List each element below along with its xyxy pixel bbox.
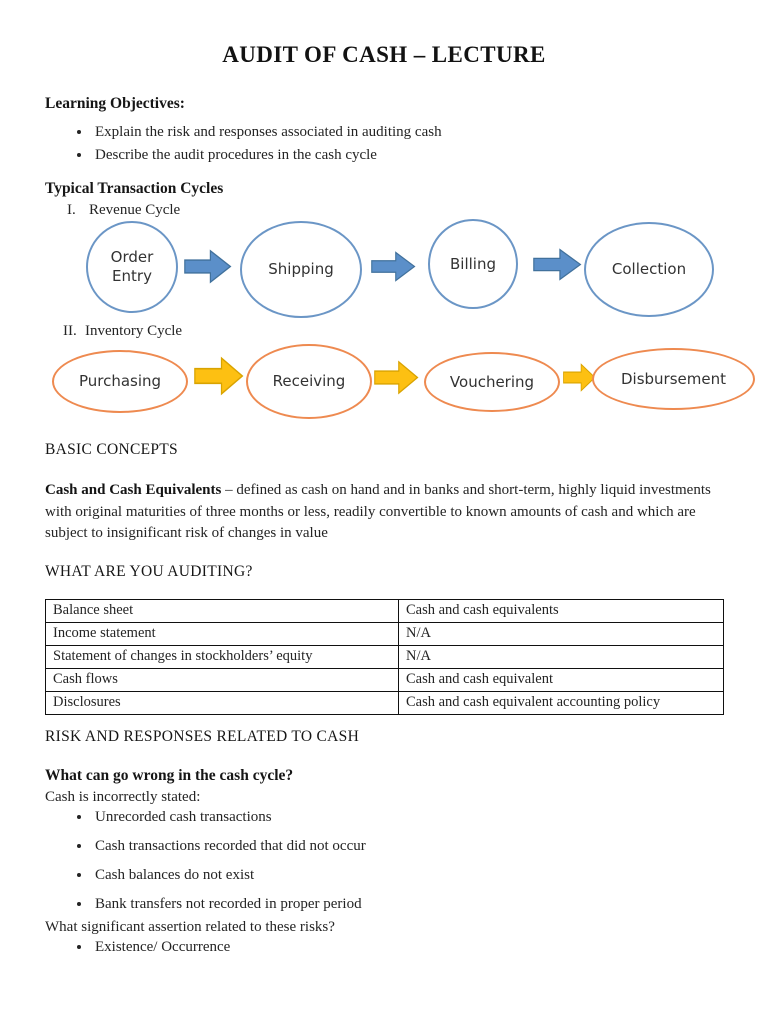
inventory-cycle-roman: II. (63, 323, 77, 339)
assertion-item: Existence/ Occurrence (92, 936, 742, 959)
risk-item: Bank transfers not recorded in proper pe… (92, 893, 742, 916)
table-cell-statement: Balance sheet (45, 599, 399, 623)
risk-item: Cash balances do not exist (92, 864, 742, 887)
cash-incorrectly-stated-text: Cash is incorrectly stated: (45, 789, 201, 805)
table-cell-statement: Income statement (45, 622, 399, 646)
revenue-cycle-roman: I. (67, 202, 76, 218)
revenue-cycle-label: I. Revenue Cycle (67, 202, 180, 219)
table-row: Cash flows Cash and cash equivalent (45, 668, 724, 692)
flow-arrow-icon (563, 363, 596, 392)
cycle-node-order-entry: Order Entry (86, 221, 178, 313)
learning-objectives-list: Explain the risk and responses associate… (45, 121, 725, 166)
cycle-node-purchasing: Purchasing (52, 350, 188, 413)
table-row: Statement of changes in stockholders’ eq… (45, 645, 724, 669)
audit-scope-table: Balance sheet Cash and cash equivalents … (45, 599, 724, 715)
table-row: Disclosures Cash and cash equivalent acc… (45, 691, 724, 715)
basic-concepts-heading: BASIC CONCEPTS (45, 441, 178, 458)
revenue-cycle-name: Revenue Cycle (89, 202, 181, 218)
risk-heading: RISK AND RESPONSES RELATED TO CASH (45, 728, 360, 745)
assertion-bullet-list: Existence/ Occurrence (45, 936, 742, 959)
table-cell-item: Cash and cash equivalent (398, 668, 724, 692)
flow-arrow-icon (371, 251, 416, 282)
cycle-node-billing: Billing (428, 219, 518, 309)
cycle-node-vouchering: Vouchering (424, 352, 560, 412)
flow-arrow-icon (194, 356, 244, 396)
table-cell-item: N/A (398, 645, 724, 669)
table-cell-statement: Cash flows (45, 668, 399, 692)
question-significant-assertion: What significant assertion related to th… (45, 919, 335, 935)
page-title: AUDIT OF CASH – LECTURE (222, 42, 546, 67)
table-cell-item: Cash and cash equivalents (398, 599, 724, 623)
objective-item: Explain the risk and responses associate… (92, 121, 725, 144)
question-what-can-go-wrong: What can go wrong in the cash cycle? (45, 767, 294, 784)
cycle-node-disbursement: Disbursement (592, 348, 755, 410)
inventory-cycle-name: Inventory Cycle (85, 323, 183, 339)
definition-term: Cash and Cash Equivalents (45, 482, 222, 498)
learning-objectives-heading: Learning Objectives: (45, 95, 185, 112)
table-cell-statement: Statement of changes in stockholders’ eq… (45, 645, 399, 669)
table-row: Balance sheet Cash and cash equivalents (45, 599, 724, 623)
cycle-node-receiving: Receiving (246, 344, 372, 419)
risk-item: Cash transactions recorded that did not … (92, 835, 742, 858)
cycle-node-shipping: Shipping (240, 221, 362, 318)
learning-objectives-section: Learning Objectives: Explain the risk an… (45, 95, 725, 166)
inventory-cycle-diagram: Purchasing Receiving Vouchering Disburse… (0, 343, 768, 423)
flow-arrow-icon (374, 360, 419, 395)
definition-text: – defined as cash on hand and in banks a… (45, 482, 711, 541)
objective-item: Describe the audit procedures in the cas… (92, 144, 725, 167)
table-row: Income statement N/A (45, 622, 724, 646)
revenue-cycle-diagram: Order Entry Shipping Billing Collection (0, 218, 768, 322)
table-cell-item: Cash and cash equivalent accounting poli… (398, 691, 724, 715)
table-cell-item: N/A (398, 622, 724, 646)
inventory-cycle-label: II. Inventory Cycle (63, 323, 182, 340)
cycles-heading: Typical Transaction Cycles (45, 180, 224, 197)
cash-definition-paragraph: Cash and Cash Equivalents – defined as c… (45, 480, 724, 545)
flow-arrow-icon (184, 249, 232, 284)
table-cell-statement: Disclosures (45, 691, 399, 715)
flow-arrow-icon (533, 248, 582, 281)
auditing-heading: WHAT ARE YOU AUDITING? (45, 563, 253, 580)
cycle-node-collection: Collection (584, 222, 714, 317)
risk-bullet-list: Unrecorded cash transactions Cash transa… (45, 806, 742, 916)
risk-item: Unrecorded cash transactions (92, 806, 742, 829)
